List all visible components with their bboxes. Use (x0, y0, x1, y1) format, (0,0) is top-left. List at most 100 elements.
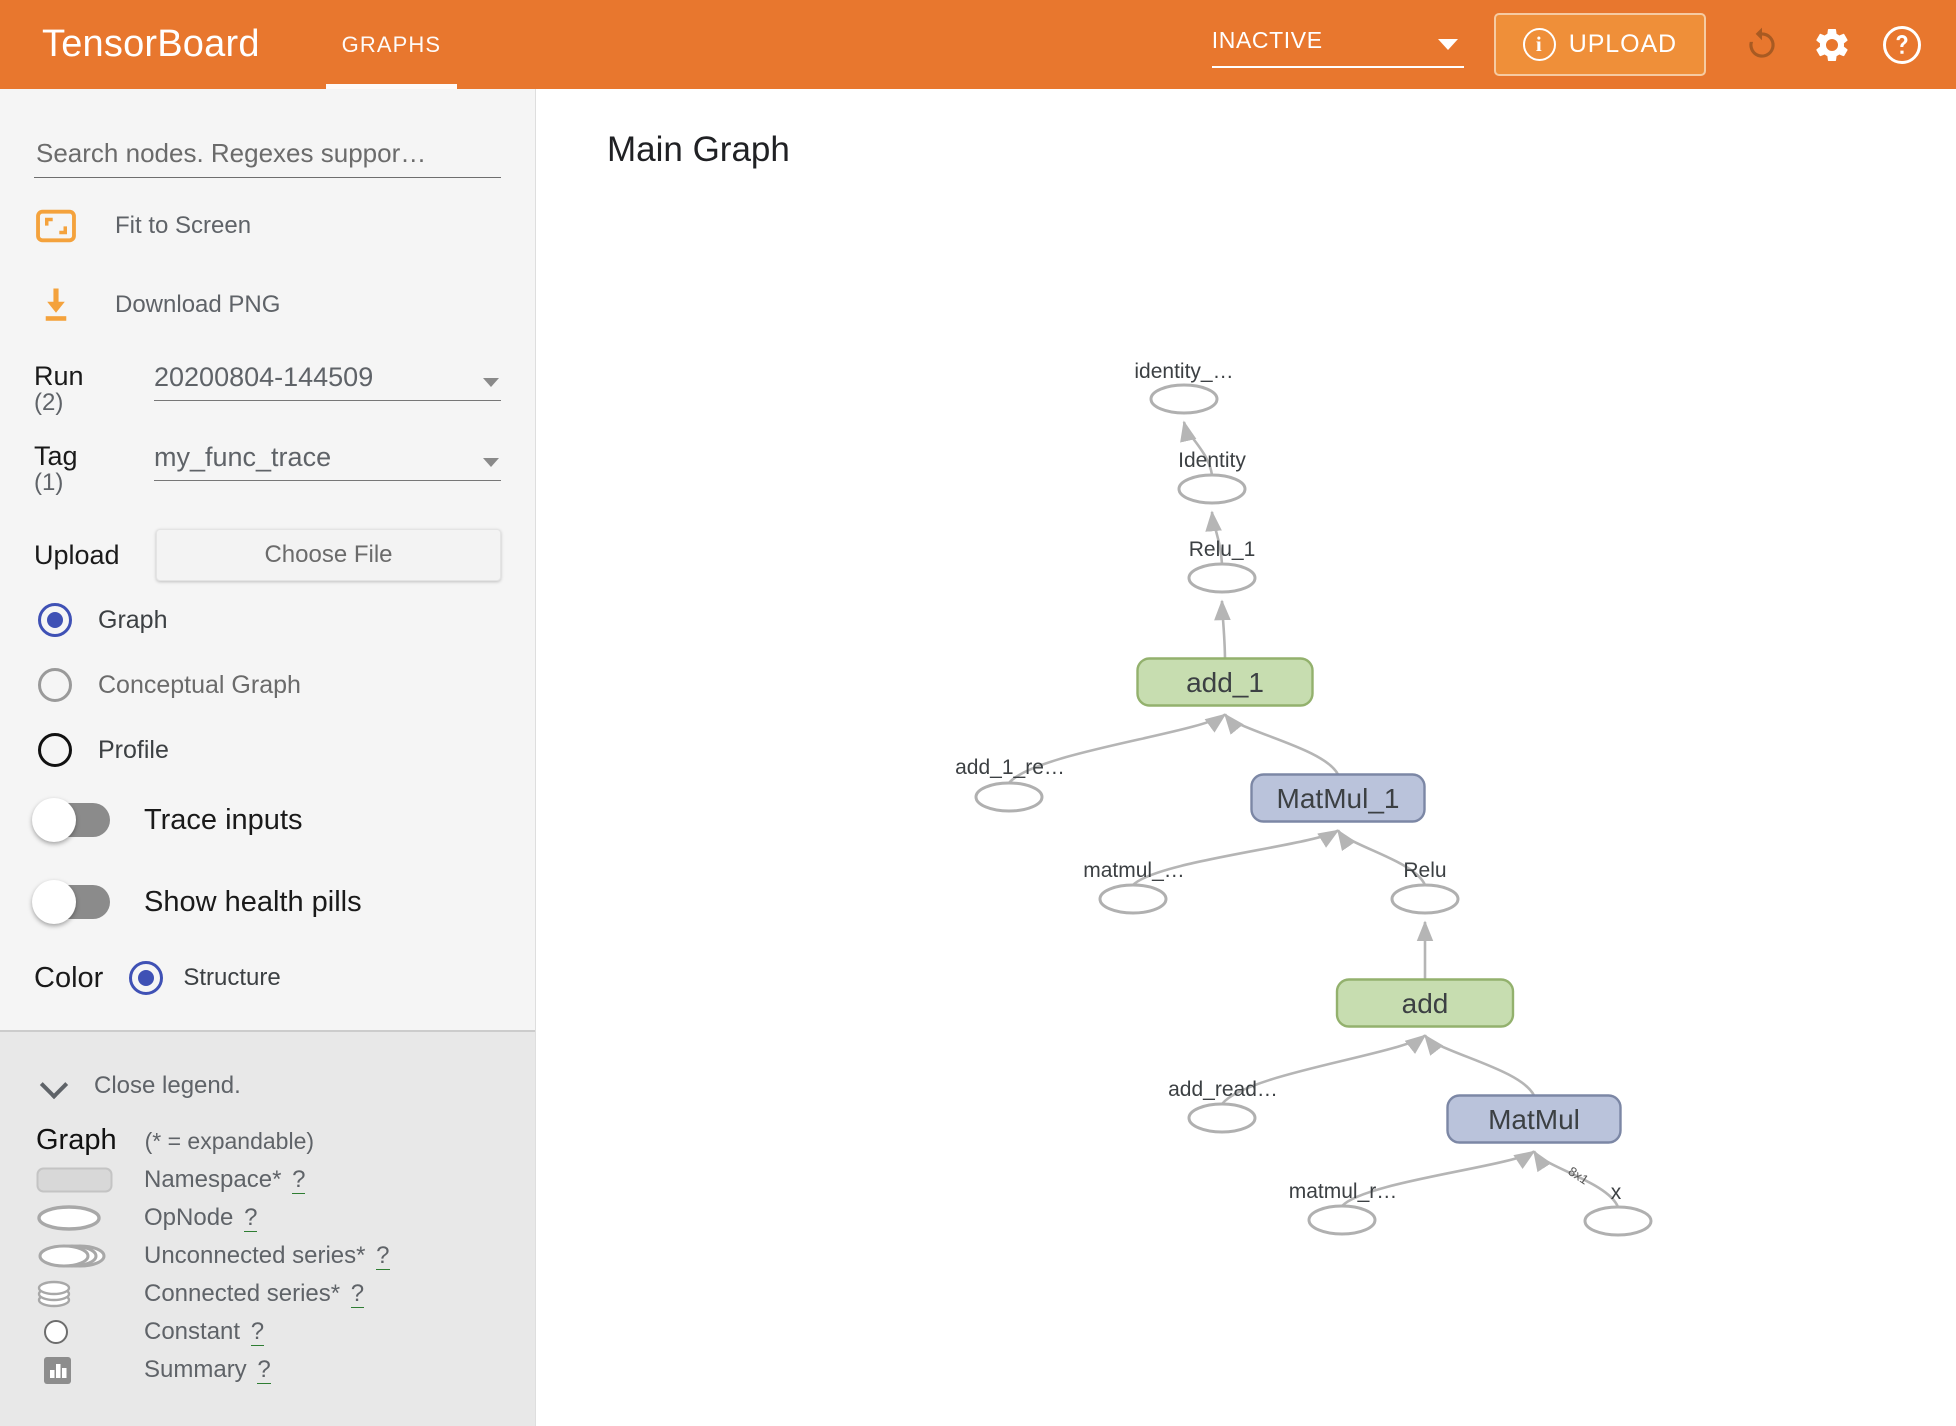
run-dropdown[interactable]: 20200804-144509 (154, 362, 501, 401)
graph-node[interactable]: Relu (1390, 859, 1460, 915)
graph-node-label: matmul_… (1083, 859, 1185, 882)
graph-node-shape[interactable] (1177, 473, 1247, 505)
fit-to-screen-button[interactable]: Fit to Screen (34, 195, 501, 257)
help-link[interactable]: ? (350, 1279, 365, 1308)
radio-structure-indicator[interactable] (129, 961, 164, 996)
app-brand: TensorBoard (42, 23, 260, 65)
toggle-show-health-pills-switch[interactable] (32, 880, 110, 925)
graph-node-shape[interactable] (1446, 1094, 1622, 1144)
upload-button[interactable]: i UPLOAD (1493, 13, 1706, 76)
help-link[interactable]: ? (257, 1355, 271, 1384)
legend-item-opnode: OpNode ? (34, 1202, 501, 1233)
graph-node-shape[interactable] (1583, 1205, 1653, 1237)
tag-dropdown[interactable]: my_func_trace (154, 442, 501, 481)
graph-node-shape[interactable] (1136, 657, 1314, 707)
tab-graphs-label: GRAPHS (341, 31, 442, 57)
radio-graph-indicator[interactable] (38, 603, 72, 638)
radio-conceptual-graph-label: Conceptual Graph (98, 670, 301, 699)
run-selector-row: Run (2) 20200804-144509 (34, 362, 501, 416)
info-icon: i (1522, 28, 1556, 61)
toggle-knob (32, 880, 76, 925)
search-field[interactable] (34, 137, 501, 178)
graph-edge (1132, 829, 1340, 886)
graph-node-shape[interactable] (1187, 1102, 1257, 1134)
graph-node-shape[interactable] (1250, 773, 1426, 823)
graph-node[interactable]: Identity (1177, 449, 1247, 505)
graph-node-shape[interactable] (1390, 883, 1460, 915)
radio-graph[interactable]: Graph (34, 594, 501, 646)
legend-label-connected-series: Connected series* ? (144, 1279, 365, 1308)
legend-panel: Close legend. Graph (* = expandable) Nam… (0, 1030, 535, 1426)
graph-node-label: matmul_r… (1289, 1180, 1398, 1203)
toggle-knob (32, 798, 76, 843)
legend-title: Graph (36, 1124, 117, 1156)
graph-node[interactable]: x (1583, 1181, 1653, 1237)
toggle-trace-inputs-label: Trace inputs (144, 803, 303, 836)
tag-label: Tag (1) (34, 440, 146, 496)
graph-node[interactable]: add (1335, 978, 1515, 1028)
page-title: Main Graph (607, 130, 790, 169)
upload-label: Upload (34, 539, 120, 570)
toggle-show-health-pills-label: Show health pills (144, 885, 362, 918)
help-link[interactable]: ? (244, 1203, 258, 1232)
chevron-down-icon (42, 1073, 68, 1099)
graph-node[interactable]: MatMul_1 (1250, 773, 1426, 823)
radio-profile[interactable]: Profile (34, 724, 501, 776)
graph-node[interactable]: add_read… (1168, 1078, 1278, 1134)
graph-node[interactable]: add_1_re… (955, 756, 1065, 813)
graph-edge (1341, 1150, 1536, 1207)
download-icon (34, 283, 78, 327)
graph-node-shape[interactable] (974, 781, 1044, 813)
help-link[interactable]: ? (250, 1317, 265, 1346)
close-legend-button[interactable]: Close legend. (34, 1054, 501, 1118)
fit-to-screen-icon (34, 204, 78, 248)
graph-node-shape[interactable] (1307, 1204, 1377, 1236)
toggle-trace-inputs-switch[interactable] (32, 798, 110, 843)
toggle-trace-inputs[interactable]: Trace inputs (32, 782, 501, 858)
graph-edge (1223, 713, 1340, 776)
upload-button-label: UPLOAD (1568, 30, 1677, 58)
graph-edge (1423, 1034, 1536, 1097)
radio-conceptual-graph-indicator[interactable] (38, 668, 72, 703)
graph-node[interactable]: identity_… (1134, 360, 1234, 415)
search-input[interactable] (34, 137, 501, 170)
radio-conceptual-graph[interactable]: Conceptual Graph (34, 659, 501, 711)
graph-node[interactable]: add_1 (1136, 657, 1314, 707)
run-state-dropdown[interactable]: INACTIVE (1211, 22, 1464, 68)
graph-node[interactable]: matmul_… (1083, 859, 1185, 915)
run-state-value: INACTIVE (1211, 26, 1323, 53)
graph-node[interactable]: matmul_r… (1289, 1180, 1398, 1236)
graph-node[interactable]: MatMul (1446, 1094, 1622, 1144)
graph-node-label: MatMul_1 (1277, 783, 1400, 814)
graph-node-label: add_1_re… (955, 756, 1065, 779)
chevron-down-icon (483, 378, 499, 387)
legend-label-constant: Constant ? (144, 1317, 265, 1346)
legend-item-connected-series: Connected series* ? (34, 1278, 501, 1309)
graph-edge (1180, 420, 1214, 476)
edge-label: 8x1 (1566, 1163, 1592, 1187)
graph-node-shape[interactable] (1098, 883, 1168, 915)
choose-file-button[interactable]: Choose File (156, 529, 501, 582)
gear-icon[interactable] (1804, 17, 1860, 73)
graph-node-shape[interactable] (1149, 383, 1219, 415)
help-link[interactable]: ? (376, 1241, 390, 1270)
graph-edge (1205, 510, 1224, 565)
graph-node-shape[interactable] (1187, 562, 1257, 594)
graph-node[interactable]: Relu_1 (1187, 538, 1257, 594)
tag-label-text: Tag (34, 440, 78, 471)
run-label-text: Run (34, 361, 84, 391)
help-icon[interactable] (1874, 17, 1930, 73)
radio-profile-indicator[interactable] (38, 733, 72, 768)
download-png-button[interactable]: Download PNG (34, 274, 501, 336)
tab-graphs[interactable]: GRAPHS (308, 0, 476, 89)
help-link[interactable]: ? (292, 1165, 306, 1194)
refresh-icon[interactable] (1734, 17, 1790, 73)
legend-label-unconnected-series: Unconnected series* ? (144, 1241, 390, 1270)
graph-node-shape[interactable] (1335, 978, 1515, 1028)
namespace-swatch-icon (36, 1165, 120, 1195)
tag-count: (1) (34, 468, 64, 496)
toggle-show-health-pills[interactable]: Show health pills (32, 864, 501, 940)
